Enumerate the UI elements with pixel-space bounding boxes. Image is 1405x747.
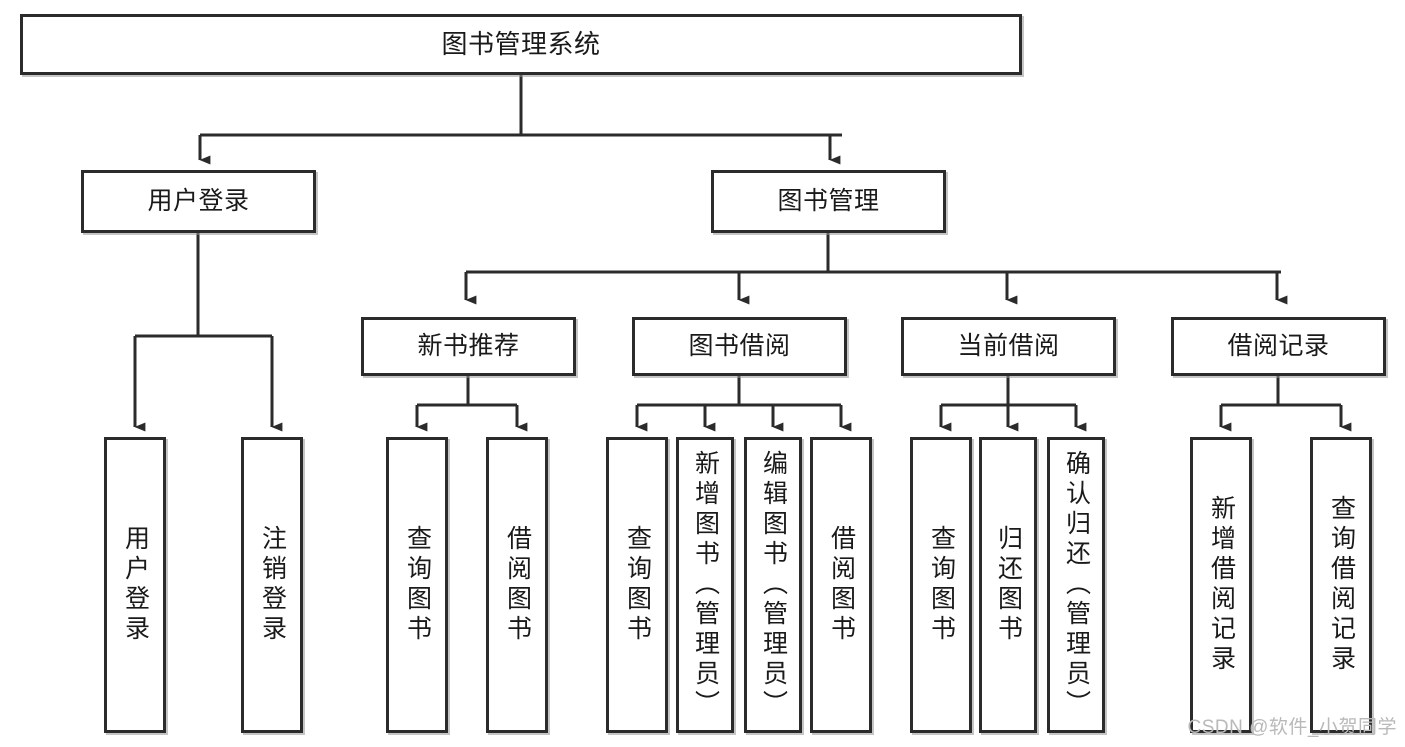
node-label: 借阅记录 <box>1227 332 1330 361</box>
leaf-current-borrow-confirm-return-admin[interactable]: 确认归还（管理员） <box>1047 437 1105 733</box>
node-label: 查询图书 <box>927 525 956 645</box>
node-label: 新增借阅记录 <box>1207 495 1236 675</box>
node-label: 当前借阅 <box>957 332 1060 361</box>
node-label: 用户登录 <box>147 187 250 216</box>
node-label: 注销登录 <box>258 525 287 645</box>
node-book-borrow[interactable]: 图书借阅 <box>632 317 847 376</box>
leaf-current-borrow-query-book[interactable]: 查询图书 <box>910 437 972 733</box>
node-label: 查询图书 <box>623 525 652 645</box>
node-label: 编辑图书（管理员） <box>759 450 788 720</box>
leaf-user-login-logout[interactable]: 注销登录 <box>241 437 303 733</box>
node-label: 查询借阅记录 <box>1327 495 1356 675</box>
node-label: 图书管理系统 <box>441 28 601 59</box>
node-label: 借阅图书 <box>827 525 856 645</box>
leaf-user-login-login[interactable]: 用户登录 <box>104 437 166 733</box>
node-label: 归还图书 <box>994 525 1023 645</box>
node-user-login[interactable]: 用户登录 <box>81 170 316 233</box>
node-borrow-record[interactable]: 借阅记录 <box>1171 317 1386 376</box>
node-book-management[interactable]: 图书管理 <box>711 170 946 233</box>
leaf-book-borrow-edit-book-admin[interactable]: 编辑图书（管理员） <box>744 437 802 733</box>
node-label: 新增图书（管理员） <box>691 450 720 720</box>
node-label: 新书推荐 <box>417 332 520 361</box>
leaf-borrow-record-add-record[interactable]: 新增借阅记录 <box>1190 437 1252 733</box>
leaf-book-borrow-query-book[interactable]: 查询图书 <box>606 437 668 733</box>
leaf-current-borrow-return-book[interactable]: 归还图书 <box>979 437 1037 733</box>
node-label: 查询图书 <box>403 525 432 645</box>
node-label: 借阅图书 <box>503 525 532 645</box>
leaf-new-book-query-book[interactable]: 查询图书 <box>386 437 448 733</box>
leaf-new-book-borrow-book[interactable]: 借阅图书 <box>486 437 548 733</box>
node-current-borrow[interactable]: 当前借阅 <box>901 317 1116 376</box>
node-label: 确认归还（管理员） <box>1062 450 1091 720</box>
node-label: 图书管理 <box>777 187 880 216</box>
node-label: 图书借阅 <box>688 332 791 361</box>
node-new-book-recommend[interactable]: 新书推荐 <box>361 317 576 376</box>
leaf-borrow-record-query-record[interactable]: 查询借阅记录 <box>1310 437 1372 733</box>
leaf-book-borrow-add-book-admin[interactable]: 新增图书（管理员） <box>676 437 734 733</box>
leaf-book-borrow-borrow-book[interactable]: 借阅图书 <box>810 437 872 733</box>
csdn-watermark: CSDN @软件_小贺同学 <box>1187 717 1397 738</box>
node-root-book-management-system[interactable]: 图书管理系统 <box>20 14 1022 75</box>
node-label: 用户登录 <box>121 525 150 645</box>
